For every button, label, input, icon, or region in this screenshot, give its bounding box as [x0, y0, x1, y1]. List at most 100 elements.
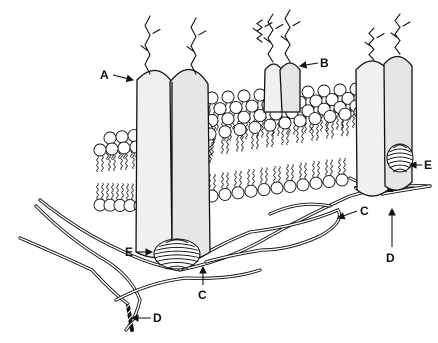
phospholipid-head [104, 132, 116, 144]
phospholipid [232, 171, 244, 199]
phospholipid-head [309, 113, 321, 125]
fatty-acid-tail [297, 127, 299, 143]
peripheral-protein-e-right [387, 144, 413, 172]
phospholipid [271, 166, 283, 194]
phospholipid-head [219, 126, 231, 138]
phospholipid-head [323, 176, 335, 188]
fatty-acid-tail [326, 160, 328, 176]
carbohydrate-chain-b-right [281, 10, 300, 62]
fatty-acid-tail [253, 169, 255, 185]
phospholipid-head [232, 187, 244, 199]
fatty-acid-tail [210, 147, 212, 163]
fatty-acid-tail [344, 158, 346, 174]
fatty-acid-tail [117, 183, 119, 199]
fatty-acid-tail [97, 156, 99, 172]
phospholipid-head [222, 91, 234, 103]
phospholipid-head [118, 142, 130, 154]
fatty-acid-tail [102, 183, 104, 199]
fatty-acid-tail [102, 156, 104, 172]
protein-right [356, 56, 412, 196]
fatty-acid-tail [133, 153, 135, 169]
fatty-acid-tail [109, 155, 111, 171]
phospholipid [310, 161, 322, 189]
fatty-acid-tail [339, 158, 341, 174]
phospholipid-head [246, 100, 258, 112]
phospholipid-head [106, 143, 118, 155]
fatty-acid-tail [237, 136, 239, 152]
fatty-acid-tail [279, 166, 281, 182]
phospholipid [339, 108, 351, 136]
fatty-acid-tail [252, 133, 254, 149]
fatty-acid-tail [282, 129, 284, 145]
phospholipid [336, 158, 348, 186]
fatty-acid-tail [122, 183, 124, 199]
fatty-acid-tail [222, 138, 224, 154]
fatty-acid-tail [240, 171, 242, 187]
fatty-acid-tail [287, 164, 289, 180]
fatty-acid-tail [214, 174, 216, 190]
protein-b [264, 63, 300, 112]
arrow-b [300, 63, 318, 66]
label-e-left: E [125, 245, 133, 259]
phospholipid-head [238, 111, 250, 123]
fatty-acid-tail [235, 171, 237, 187]
fatty-acid-tail [222, 172, 224, 188]
fatty-acid-tail [327, 122, 329, 138]
label-a: A [100, 68, 109, 82]
phospholipid-head [258, 184, 270, 196]
phospholipid [245, 169, 257, 197]
phospholipid [219, 172, 231, 200]
fatty-acid-tail [302, 127, 304, 143]
phospholipid-head [230, 101, 242, 113]
fatty-acid-tail [318, 161, 320, 177]
phospholipid-head [214, 103, 226, 115]
fatty-acid-tail [132, 184, 134, 200]
phospholipid-head [219, 188, 231, 200]
carbohydrate-chain-right-right [391, 14, 410, 54]
phospholipid-head [271, 182, 283, 194]
label-e-right: E [424, 158, 432, 172]
fatty-acid-tail [114, 155, 116, 171]
phospholipid-head [94, 144, 106, 156]
phospholipid-head [264, 119, 276, 131]
arrow-a [113, 75, 133, 80]
fatty-acid-tail [313, 161, 315, 177]
phospholipid-head [324, 110, 336, 122]
fatty-acid-tail [227, 138, 229, 154]
fatty-acid-tail [97, 183, 99, 199]
fatty-acid-tail [127, 184, 129, 200]
fatty-acid-tail [262, 122, 264, 138]
phospholipid [234, 124, 246, 152]
phospholipid-head [310, 177, 322, 189]
fatty-acid-tail [107, 183, 109, 199]
phospholipid-head [294, 115, 306, 127]
label-d-right: D [386, 251, 395, 265]
label-c-right: C [360, 204, 369, 218]
phospholipid-head [116, 131, 128, 143]
fatty-acid-tail [267, 131, 269, 147]
fatty-acid-tail [305, 163, 307, 179]
phospholipid [297, 163, 309, 191]
fatty-acid-tail [347, 120, 349, 136]
fatty-acid-tail [300, 163, 302, 179]
fatty-acid-tail [332, 122, 334, 138]
carbohydrate-chain-a-left [141, 16, 160, 74]
phospholipid [249, 121, 261, 149]
fatty-acid-tail [126, 154, 128, 170]
protein-a [136, 69, 210, 259]
fatty-acid-tail [337, 114, 339, 130]
fatty-acid-tail [292, 164, 294, 180]
phospholipid [323, 160, 335, 188]
phospholipid-head [339, 108, 351, 120]
phospholipid-head [336, 174, 348, 186]
fatty-acid-tail [272, 131, 274, 147]
peripheral-protein-e-left [154, 239, 200, 269]
phospholipid-head [222, 113, 234, 125]
phospholipid [309, 113, 321, 141]
phospholipid [94, 144, 106, 172]
fatty-acid-tail [331, 160, 333, 176]
carbohydrate-chain-a-right [187, 18, 206, 74]
fatty-acid-tail [312, 125, 314, 141]
fatty-acid-tail [261, 168, 263, 184]
